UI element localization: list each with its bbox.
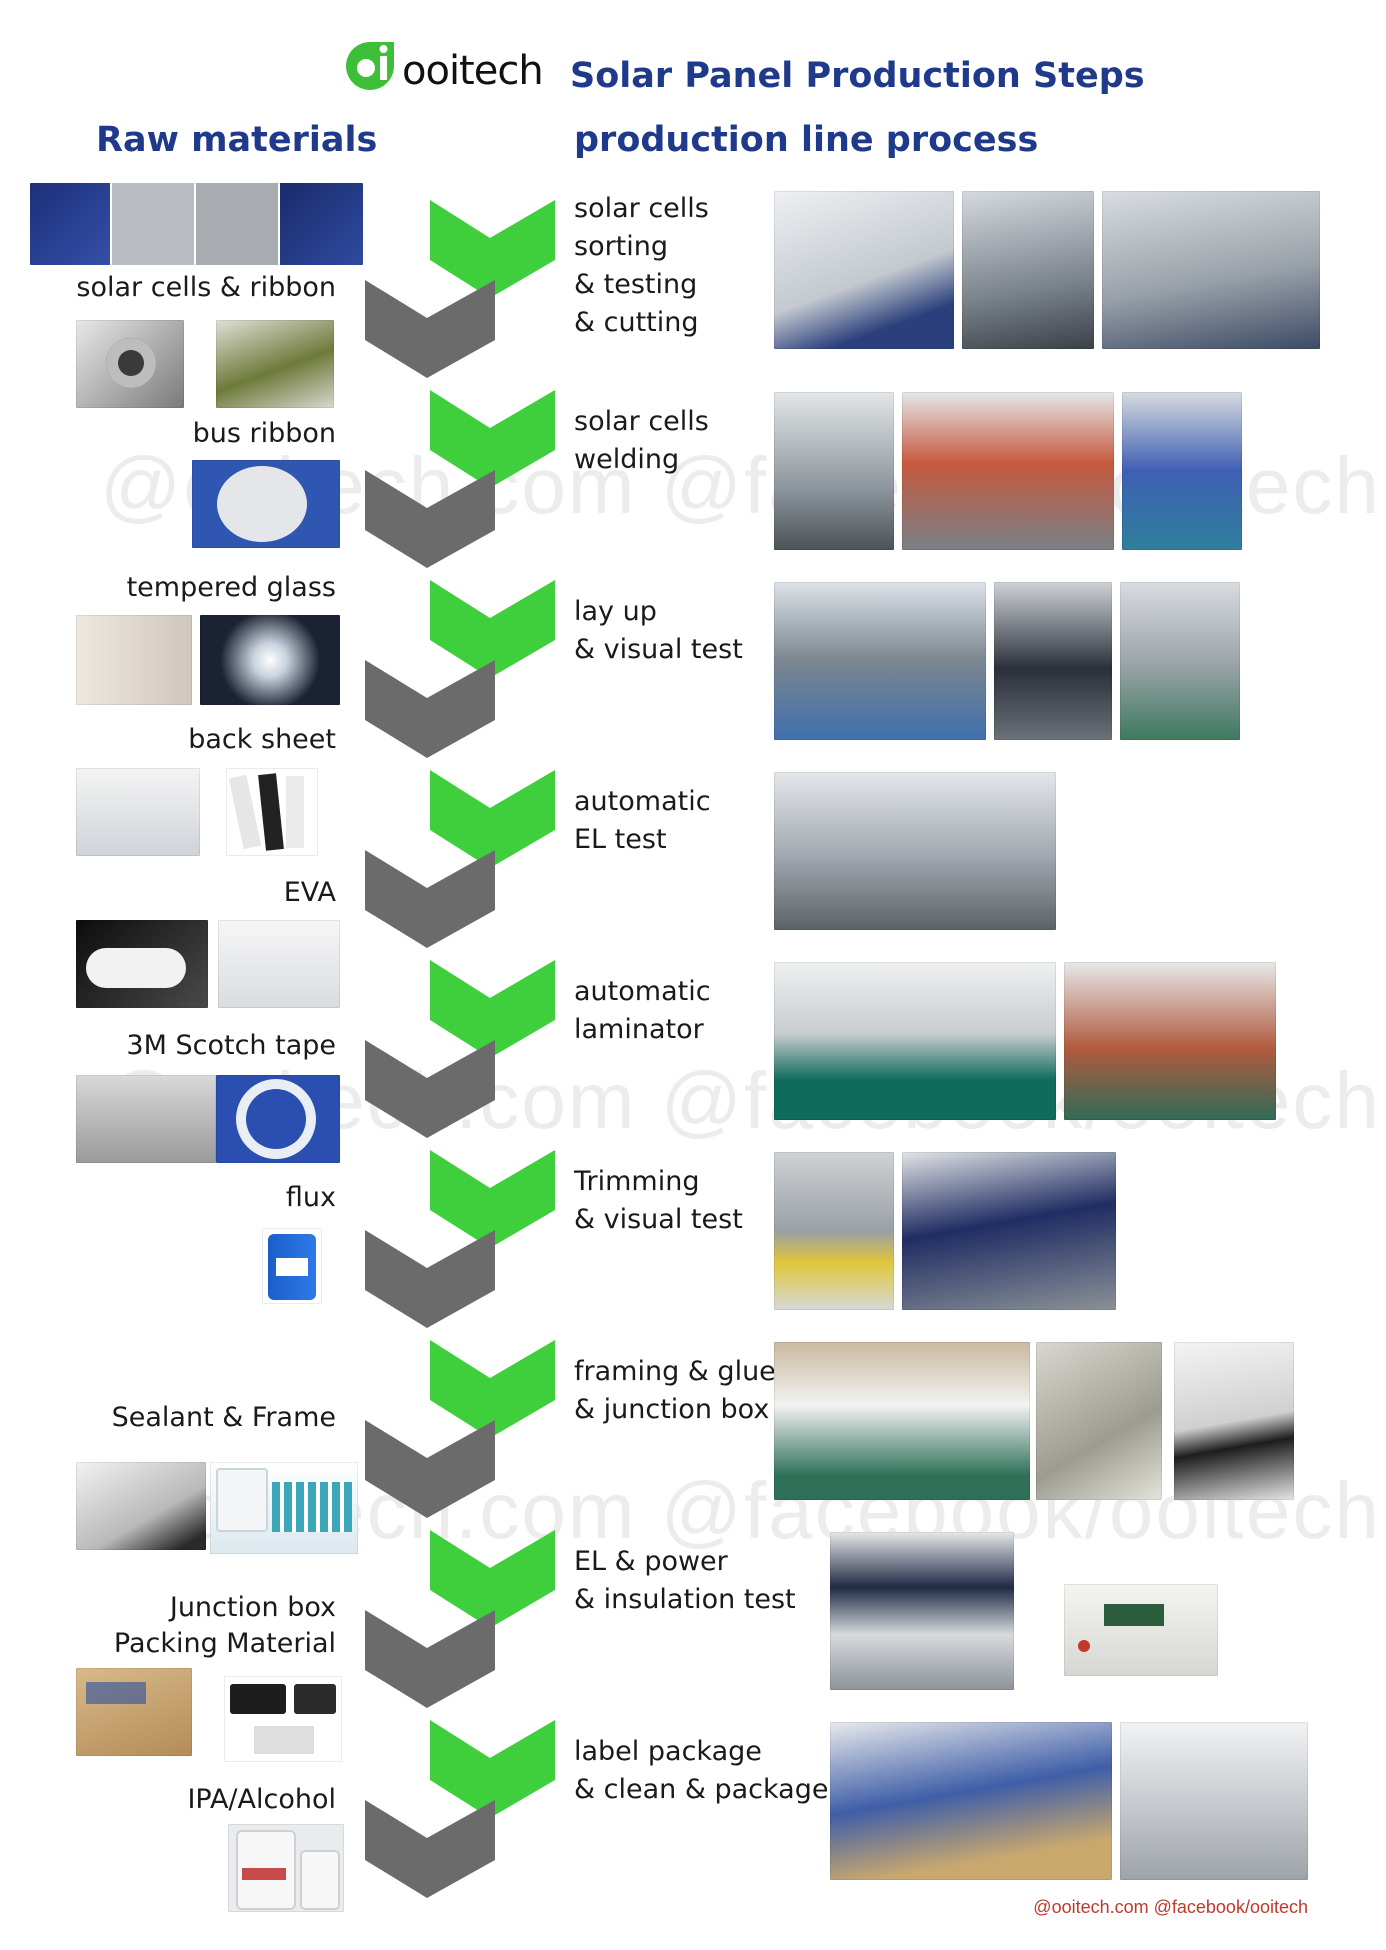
photo-ribbon-strip xyxy=(216,320,334,408)
photo-packing-box xyxy=(76,1668,192,1756)
raw-materials-heading: Raw materials xyxy=(96,120,378,160)
step-power-test: EL & power & insulation test xyxy=(574,1546,796,1615)
photo-eva-roll-black xyxy=(76,920,208,1008)
photo-scotch-tape-blue xyxy=(216,1075,340,1163)
photo-tempered-glass-closeup xyxy=(200,615,340,705)
photo-laminator-1 xyxy=(774,962,1056,1120)
photo-label-package xyxy=(830,1722,1112,1880)
step-trimming: Trimming & visual test xyxy=(574,1166,743,1235)
ooitech-logo-icon xyxy=(346,42,394,90)
photo-tempered-glass-panels xyxy=(76,615,192,705)
photo-trimming-worker xyxy=(774,1152,894,1310)
step-framing: framing & glue & junction box xyxy=(574,1356,776,1425)
chevron-green-7 xyxy=(430,1340,555,1438)
chevron-green-4 xyxy=(430,770,555,868)
photo-eva-rolls xyxy=(218,920,340,1008)
photo-solar-cells xyxy=(30,183,363,265)
photo-sealant-tubes xyxy=(210,1462,358,1554)
photo-junction-install xyxy=(1174,1342,1294,1500)
chevron-gray-4 xyxy=(365,850,495,948)
photo-cutting-machine xyxy=(1102,191,1320,349)
photo-ribbon-spool xyxy=(76,320,184,408)
chevron-gray-9 xyxy=(365,1800,495,1898)
step-packaging: label package & clean & package xyxy=(574,1736,829,1805)
step-cell-welding: solar cells welding xyxy=(574,406,709,475)
material-bus-ribbon: bus ribbon xyxy=(192,418,336,449)
photo-insulation-tester xyxy=(1064,1584,1218,1676)
photo-scotch-tape-rolls xyxy=(76,1075,216,1163)
chevron-gray-3 xyxy=(365,660,495,758)
photo-layup-visual xyxy=(994,582,1112,740)
photo-trimming-visual xyxy=(902,1152,1116,1310)
chevron-gray-8 xyxy=(365,1610,495,1708)
brand-logo xyxy=(340,38,400,94)
photo-bus-ribbon xyxy=(192,460,340,548)
step-el-test: automatic EL test xyxy=(574,786,711,855)
footer-credit: @ooitech.com @facebook/ooitech xyxy=(1033,1897,1308,1917)
photo-clean-package xyxy=(1120,1722,1308,1880)
chevron-green-9 xyxy=(430,1720,555,1818)
chevron-green-2 xyxy=(430,390,555,488)
chevron-green-3 xyxy=(430,580,555,678)
photo-aluminium-frames xyxy=(76,1462,206,1550)
chevron-green-1 xyxy=(430,200,555,298)
page-title: Solar Panel Production Steps xyxy=(570,56,1145,96)
photo-framing-machine xyxy=(774,1342,1030,1500)
photo-layup-worker xyxy=(774,582,986,740)
photo-power-tester xyxy=(830,1532,1014,1690)
photo-flux-container xyxy=(262,1228,322,1304)
photo-welding-line xyxy=(774,392,894,550)
step-cell-sorting: solar cells sorting & testing & cutting xyxy=(574,193,709,338)
photo-back-sheet-rolls xyxy=(76,768,200,856)
material-ipa-alcohol: IPA/Alcohol xyxy=(187,1784,336,1815)
material-flux: flux xyxy=(285,1182,336,1213)
photo-testing-machine xyxy=(962,191,1094,349)
brand-name: ooitech xyxy=(402,48,544,94)
chevron-gray-7 xyxy=(365,1420,495,1518)
photo-layup-table xyxy=(1120,582,1240,740)
chevron-green-6 xyxy=(430,1150,555,1248)
material-eva: EVA xyxy=(283,877,336,908)
chevron-green-8 xyxy=(430,1530,555,1628)
process-chevrons xyxy=(365,200,555,1898)
chevron-gray-2 xyxy=(365,470,495,568)
production-line-heading: production line process xyxy=(574,120,1039,160)
photo-welding-machine xyxy=(902,392,1114,550)
photo-junction-box xyxy=(224,1676,342,1762)
step-lay-up: lay up & visual test xyxy=(574,596,743,665)
material-tempered-glass: tempered glass xyxy=(126,572,336,603)
photo-glue-closeup xyxy=(1036,1342,1162,1500)
material-back-sheet: back sheet xyxy=(188,724,336,755)
material-3m-scotch-tape: 3M Scotch tape xyxy=(126,1030,336,1061)
photo-el-test-machine xyxy=(774,772,1056,930)
material-junction-box-packing: Junction box Packing Material xyxy=(113,1592,336,1659)
photo-back-sheet-tubes xyxy=(226,768,318,856)
photo-laminator-2 xyxy=(1064,962,1276,1120)
chevron-gray-1 xyxy=(365,280,495,378)
photo-sorting-worker xyxy=(774,191,954,349)
chevron-gray-6 xyxy=(365,1230,495,1328)
step-laminator: automatic laminator xyxy=(574,976,711,1045)
photo-ipa-containers xyxy=(228,1824,344,1912)
material-solar-cells-ribbon: solar cells & ribbon xyxy=(76,272,336,303)
chevron-green-5 xyxy=(430,960,555,1058)
photo-cell-string xyxy=(1122,392,1242,550)
chevron-gray-5 xyxy=(365,1040,495,1138)
material-sealant-frame: Sealant & Frame xyxy=(111,1402,336,1433)
